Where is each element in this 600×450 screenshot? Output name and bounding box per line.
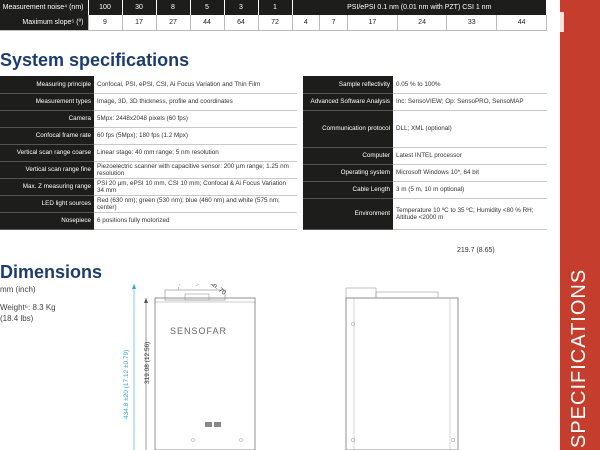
height-body-label: 319.08 (12.56) (144, 342, 151, 384)
spec-key: Vertical scan range coarse (0, 144, 94, 162)
section-sidebar: SPECIFICATIONS (560, 0, 600, 450)
spec-value: PSI 20 µm, ePSI 10 mm, CSI 10 mm; Confoc… (94, 178, 297, 196)
sidebar-tab-marker (560, 12, 564, 32)
spec-value: Linear stage: 40 mm range; 5 nm resoluti… (94, 144, 297, 162)
spec-value: Microsoft Windows 10*, 64 bit (393, 164, 547, 182)
spec-value: DLL; XML (optional) (393, 110, 547, 148)
spec-key: Computer (303, 147, 393, 165)
spec-value: 5Mpx: 2448x2048 pixels (60 fps) (94, 110, 297, 128)
table-cell: 5 (190, 0, 225, 15)
radius-label: R min. 70 (201, 284, 228, 297)
spec-key: Nosepiece (0, 212, 94, 230)
spec-value: 60 fps (5Mpx); 180 fps (1.2 Mpx) (94, 127, 297, 145)
table-cell: 30 (122, 0, 157, 15)
spec-value: Inc: SensoVIEW; Op: SensoPRO, SensoMAP (393, 93, 547, 111)
spec-page: Measurement noise⁴ (nm) 100 30 8 5 3 1 P… (0, 0, 547, 450)
spec-value: 6 positions fully motorized (94, 212, 297, 230)
table-cell: 9 (88, 15, 123, 31)
table-cell: 17 (347, 15, 398, 31)
spec-value: Piezoelectric scanner with capacitive se… (94, 161, 297, 179)
table-cell: 100 (88, 0, 123, 15)
spec-value: Temperature 10 ºC to 35 ºC; Humidity <80… (393, 198, 547, 230)
height-total-label: 434.8 ±20 (17.12 ±0.79) (123, 350, 130, 419)
weight-text: Weight⁶: 8.3 Kg (0, 303, 56, 312)
table-cell: 8 (156, 0, 191, 15)
spec-key: Max. Z measuring range (0, 178, 94, 196)
table-cell: 7 (319, 15, 348, 31)
table-cell: 1 (258, 0, 293, 15)
spec-value: 3 m (5 m, 10 m optional) (393, 181, 547, 199)
dimension-drawing: R min. 70 SENSOFAR 434.8 ±20 (17.12 ±0.7… (123, 284, 459, 450)
table-cell: 3 (224, 0, 259, 15)
table-cell: 24 (397, 15, 448, 31)
noise-label: Measurement noise⁴ (nm) (0, 0, 89, 15)
sidebar-label: SPECIFICATIONS (568, 268, 590, 448)
dimensions-unit: mm (inch) (0, 285, 36, 294)
spec-value: Confocal, PSI, ePSI, CSI, Ai Focus Varia… (94, 76, 297, 94)
table-cell: 33 (446, 15, 498, 31)
spec-key: Operating system (303, 164, 393, 182)
spec-key: Vertical scan range fine (0, 161, 94, 179)
table-cell: 17 (122, 15, 157, 31)
spec-key: Measuring principle (0, 76, 94, 94)
table-cell: 44 (496, 15, 547, 31)
spec-key: Confocal frame rate (0, 127, 94, 145)
table-row: Measurement noise⁴ (nm) 100 30 8 5 3 1 P… (0, 0, 547, 15)
table-cell: 44 (190, 15, 225, 31)
spec-value: Latest INTEL processor (393, 147, 547, 165)
dimensions-title: Dimensions (0, 262, 103, 282)
table-cell: 4 (292, 15, 321, 31)
slope-label: Maximum slope⁵ (º) (0, 15, 89, 31)
table-cell: 64 (224, 15, 259, 31)
spec-key: Measurement types (0, 93, 94, 111)
table-row: Maximum slope⁵ (º) 9 17 27 44 64 72 4 7 … (0, 15, 547, 31)
brand-logo: SENSOFAR (170, 326, 227, 336)
weight-lb-text: (18.4 lbs) (0, 314, 34, 323)
spec-key: LED light sources (0, 195, 94, 213)
spec-value: Red (630 nm); green (530 nm); blue (460 … (94, 195, 297, 213)
spec-key: Environment (303, 198, 393, 230)
depth-label: 219.7 (8.65) (457, 247, 495, 254)
table-cell: 27 (156, 15, 191, 31)
front-view-outline (154, 297, 256, 450)
spec-key: Cable Length (303, 181, 393, 199)
system-specs-title: System specifications (0, 50, 190, 70)
table-cell: 72 (258, 15, 293, 31)
spec-key: Sample reflectivity (303, 76, 393, 94)
cable-arc (177, 284, 181, 291)
spec-key: Communication protocol (303, 110, 393, 148)
noise-span-cell: PSI/ePSI 0.1 nm (0.01 nm with PZT) CSI 1… (292, 0, 547, 15)
spec-key: Camera (0, 110, 94, 128)
spec-value: 0.05 % to 100% (393, 76, 547, 94)
noise-slope-table: Measurement noise⁴ (nm) 100 30 8 5 3 1 P… (0, 0, 547, 31)
spec-value: Image, 3D, 3D thickness, profile and coo… (94, 93, 297, 111)
side-view-outline (345, 297, 459, 450)
spec-key: Advanced Software Analysis (303, 93, 393, 111)
